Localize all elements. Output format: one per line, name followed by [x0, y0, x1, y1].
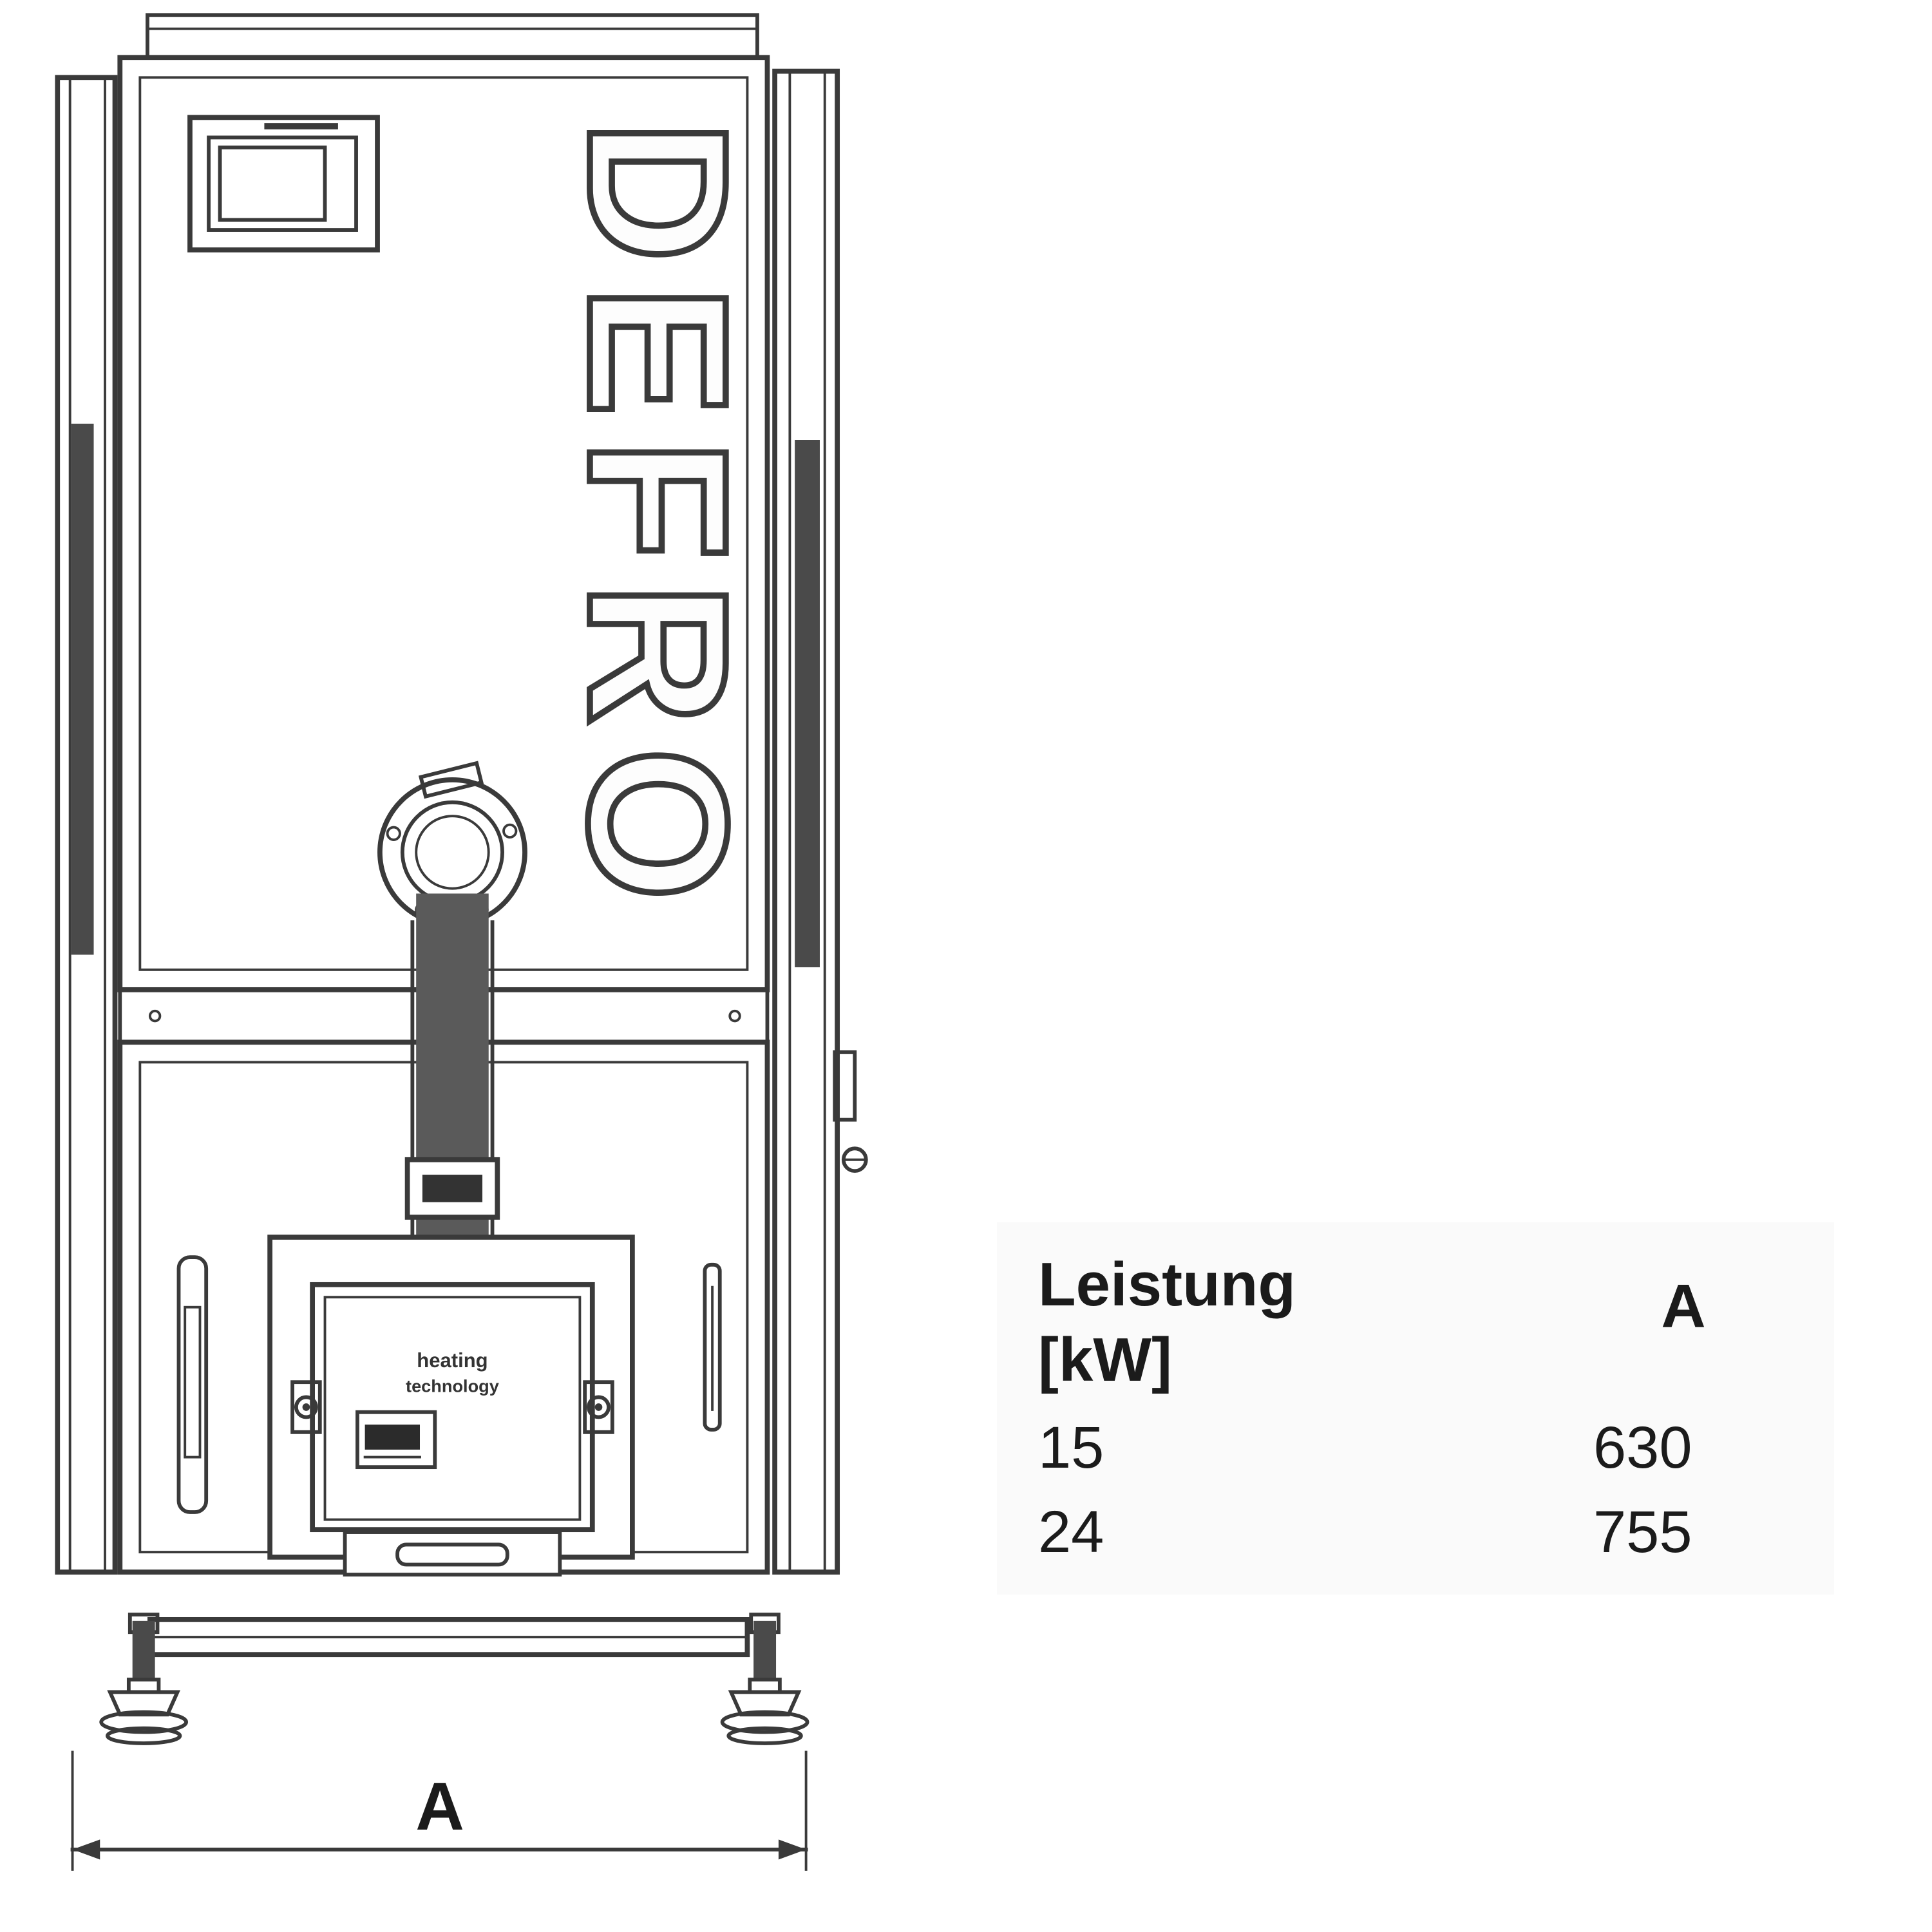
burner-text-line1: heating	[417, 1349, 488, 1372]
table-row: 24 755	[1038, 1499, 1793, 1566]
dimension-label-A: A	[415, 1769, 464, 1844]
flange-cap	[418, 761, 484, 799]
right-door-slot	[703, 1262, 722, 1432]
row2-a: 755	[1593, 1499, 1692, 1566]
table-row: 15 630	[1038, 1414, 1793, 1482]
right-side-rail	[772, 68, 840, 1575]
table-header-row: Leistung [kW] A	[1038, 1247, 1793, 1397]
burner-text-line2: technology	[406, 1376, 499, 1396]
row2-kw: 24	[1038, 1499, 1104, 1566]
header-leistung-line1: Leistung	[1038, 1250, 1296, 1319]
door-hinge-left	[290, 1380, 322, 1434]
header-leistung: Leistung [kW]	[1038, 1247, 1296, 1397]
adjustable-foot-left	[99, 1613, 189, 1745]
brand-logo-vertical: DEFRO	[548, 120, 769, 923]
row1-a: 630	[1593, 1415, 1692, 1481]
top-cap	[146, 13, 759, 60]
arrow-right	[778, 1839, 806, 1860]
arrow-left	[72, 1839, 100, 1860]
flexible-feeder-pipe	[404, 893, 500, 1282]
door-hinge-right	[583, 1380, 614, 1434]
base-bar	[147, 1616, 750, 1658]
dimension-line-A	[70, 1750, 808, 1871]
row1-kw: 15	[1038, 1415, 1104, 1481]
ash-tray-handle	[343, 1530, 562, 1577]
rating-plate	[355, 1410, 437, 1470]
header-a: A	[1661, 1272, 1706, 1341]
header-leistung-line2: [kW]	[1038, 1325, 1172, 1395]
right-side-fittings	[833, 1050, 868, 1173]
burner-door	[267, 1235, 635, 1577]
controller-panel	[187, 115, 380, 252]
left-side-rail	[55, 75, 118, 1575]
power-dimension-table: Leistung [kW] A 15 630 24 755	[997, 1222, 1834, 1595]
adjustable-foot-right	[720, 1613, 810, 1745]
left-door-handle	[176, 1255, 209, 1514]
